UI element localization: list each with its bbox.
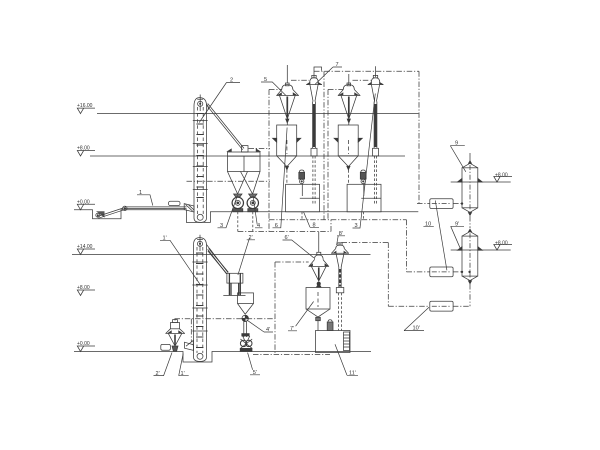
svg-text:+0.00: +0.00 [77,199,90,205]
svg-text:+14.00: +14.00 [77,244,93,250]
svg-text:7: 7 [336,62,339,68]
svg-text:1: 1 [139,190,142,196]
svg-text:6': 6' [285,235,289,241]
svg-text:4: 4 [257,223,260,229]
svg-text:9': 9' [455,221,459,227]
svg-text:+0.00: +0.00 [77,341,90,347]
svg-text:4': 4' [266,327,270,333]
svg-text:+8.00: +8.00 [495,241,508,247]
svg-text:3: 3 [220,223,223,229]
svg-text:8: 8 [313,222,316,228]
svg-text:1': 1' [181,371,185,377]
svg-text:2': 2' [156,371,160,377]
svg-text:11': 11' [349,370,356,376]
svg-text:3: 3 [355,223,358,229]
svg-text:9: 9 [455,140,458,146]
svg-text:2: 2 [230,78,233,84]
svg-text:8': 8' [339,231,343,237]
svg-text:10: 10 [425,221,431,227]
svg-text:6: 6 [275,223,278,229]
svg-text:5': 5' [253,370,257,376]
svg-text:7': 7' [290,326,294,332]
svg-text:+8.00: +8.00 [77,146,90,152]
svg-text:+8.00: +8.00 [495,173,508,179]
svg-text:1': 1' [163,235,167,241]
svg-text:5: 5 [264,77,267,83]
svg-text:10': 10' [413,326,420,332]
svg-text:+16.00: +16.00 [77,103,93,109]
svg-text:2': 2' [249,235,253,241]
svg-text:+8.00: +8.00 [77,285,90,291]
